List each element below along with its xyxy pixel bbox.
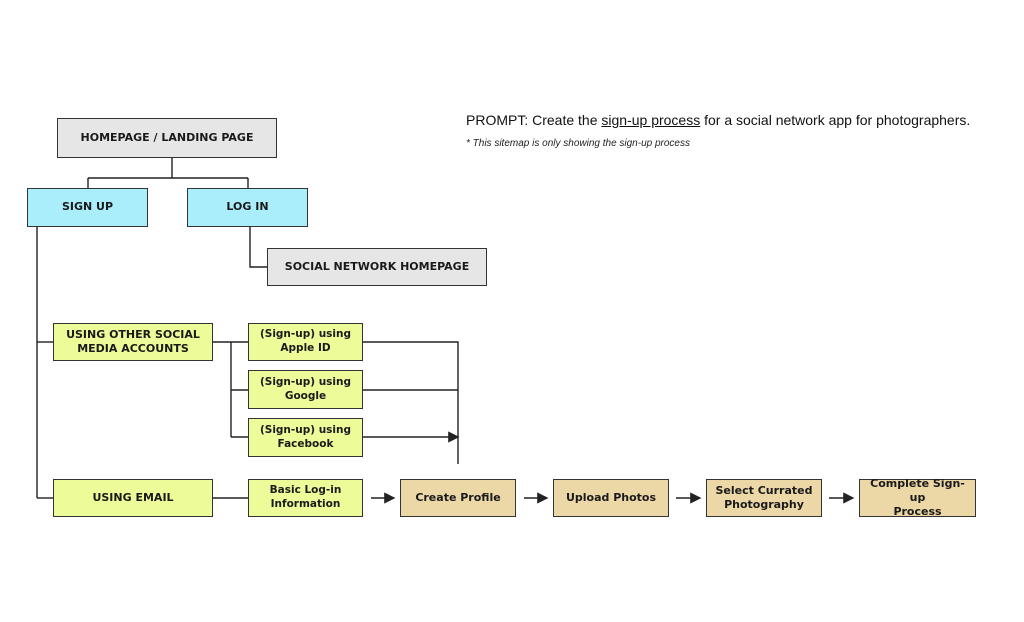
connector-providers-create-profile: [363, 341, 458, 464]
node-upload-photos[interactable]: Upload Photos: [553, 479, 669, 517]
node-apple-id-label: (Sign-up) using Apple ID: [259, 328, 352, 354]
prompt-link[interactable]: sign-up process: [601, 112, 701, 128]
node-social-network-homepage-label: SOCIAL NETWORK HOMEPAGE: [284, 259, 470, 273]
node-apple-id[interactable]: (Sign-up) using Apple ID: [248, 323, 363, 361]
prompt-suffix: for a social network app for photographe…: [700, 112, 971, 128]
node-facebook[interactable]: (Sign-up) using Facebook: [248, 418, 363, 457]
node-basic-login-info-label: Basic Log-in Information: [269, 484, 342, 510]
connector-homepage-branch: [87, 158, 249, 188]
node-select-photography-label: Select Currated Photography: [715, 483, 813, 511]
node-basic-login-info[interactable]: Basic Log-in Information: [248, 479, 363, 517]
node-google-label: (Sign-up) using Google: [259, 375, 352, 402]
node-log-in-label: LOG IN: [226, 200, 269, 214]
node-using-email-label: USING EMAIL: [92, 490, 174, 504]
node-create-profile[interactable]: Create Profile: [400, 479, 516, 517]
node-complete-sign-up[interactable]: Complete Sign-up Process: [859, 476, 976, 519]
node-google[interactable]: (Sign-up) using Google: [248, 370, 363, 409]
prompt-prefix: PROMPT: Create the: [466, 112, 602, 128]
node-complete-sign-up-label: Complete Sign-up Process: [870, 476, 965, 519]
sitemap-note: * This sitemap is only showing the sign-…: [466, 138, 690, 149]
node-upload-photos-label: Upload Photos: [565, 490, 657, 504]
node-sign-up[interactable]: SIGN UP: [27, 188, 148, 227]
node-homepage[interactable]: HOMEPAGE / LANDING PAGE: [57, 118, 277, 158]
node-social-network-homepage[interactable]: SOCIAL NETWORK HOMEPAGE: [267, 248, 487, 286]
connector-other-social-providers: [213, 341, 248, 438]
node-create-profile-label: Create Profile: [415, 490, 501, 504]
prompt-text: PROMPT: Create the sign-up process for a…: [466, 112, 970, 128]
node-select-photography[interactable]: Select Currated Photography: [706, 479, 822, 517]
node-facebook-label: (Sign-up) using Facebook: [259, 423, 352, 450]
node-other-social-accounts[interactable]: USING OTHER SOCIAL MEDIA ACCOUNTS: [53, 323, 213, 361]
node-homepage-label: HOMEPAGE / LANDING PAGE: [80, 130, 254, 144]
node-using-email[interactable]: USING EMAIL: [53, 479, 213, 517]
connector-login-social-home: [249, 227, 267, 268]
node-other-social-accounts-label: USING OTHER SOCIAL MEDIA ACCOUNTS: [66, 327, 200, 355]
node-log-in[interactable]: LOG IN: [187, 188, 308, 227]
node-sign-up-label: SIGN UP: [61, 200, 114, 214]
